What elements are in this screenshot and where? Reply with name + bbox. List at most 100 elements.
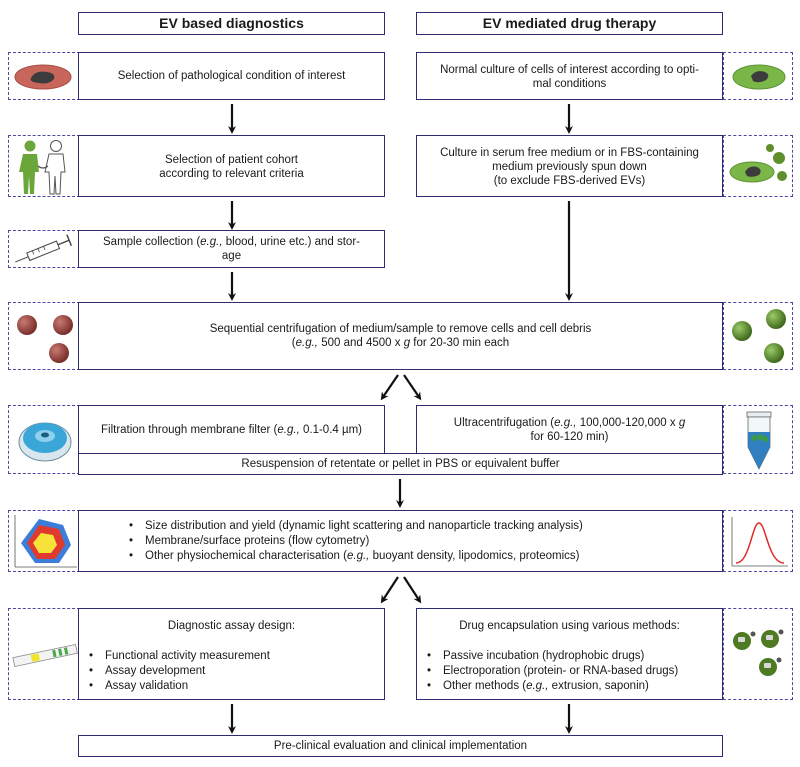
right-step1-line2: mal conditions — [532, 78, 607, 90]
size-distribution-peak-icon — [731, 517, 788, 567]
final-text: Pre-clinical evaluation and clinical imp… — [273, 740, 528, 752]
image-frame-peak — [723, 510, 793, 572]
left-step2-line1: Selection of patient cohort — [165, 154, 298, 166]
centrifugation-eg: e.g., — [295, 337, 319, 349]
step3-rest: blood, urine etc.) and stor- — [222, 236, 360, 248]
drug-item3-prefix: Other methods ( — [443, 680, 527, 692]
char-item-1: Size distribution and yield (dynamic lig… — [125, 519, 583, 534]
centrifuge-tube-icon — [746, 411, 772, 470]
char-item3-prefix: Other physiochemical characterisation ( — [145, 550, 347, 562]
left-step1-text: Selection of pathological condition of i… — [117, 70, 346, 82]
centrifugation-g: g — [403, 337, 411, 349]
image-frame-loaded-evs — [723, 608, 793, 700]
step3-eg: e.g., — [200, 236, 223, 248]
header-left-box: EV based diagnostics — [78, 12, 385, 35]
uc-line2: for 60-120 min) — [530, 431, 609, 443]
arrow-split-right-2 — [403, 576, 422, 604]
centrifugation-text: Sequential centrifugation of medium/samp… — [83, 322, 718, 350]
ultracentrifugation-text: Ultracentrifugation (e.g., 100,000-120,0… — [421, 416, 718, 444]
image-frame-scatter — [8, 510, 80, 572]
diagnostic-list: Functional activity measurement Assay de… — [85, 649, 270, 694]
centrifugation-box: Sequential centrifugation of medium/samp… — [78, 302, 723, 370]
characterisation-list: Size distribution and yield (dynamic lig… — [125, 519, 583, 564]
step3-line2: age — [221, 250, 242, 262]
left-step3-text: Sample collection (e.g., blood, urine et… — [83, 235, 380, 263]
drug-box: Drug encapsulation using various methods… — [416, 608, 723, 700]
centrifugation-line1: Sequential centrifugation of medium/samp… — [209, 323, 592, 335]
uc-eg: e.g., — [554, 417, 577, 429]
scatter-density-plot-icon — [14, 515, 77, 568]
left-step3-box: Sample collection (e.g., blood, urine et… — [78, 230, 385, 268]
drug-title: Drug encapsulation using various methods… — [459, 620, 680, 632]
image-frame-assay-strip — [8, 608, 80, 700]
left-step1-box: Selection of pathological condition of i… — [78, 52, 385, 100]
ultracentrifugation-box: Ultracentrifugation (e.g., 100,000-120,0… — [416, 405, 723, 454]
resuspension-box: Resuspension of retentate or pellet in P… — [78, 453, 723, 475]
red-ev-particles-icon — [17, 315, 73, 363]
right-step2-line1: Culture in serum free medium or in FBS-c… — [440, 147, 699, 159]
arrow-split-left-2 — [380, 576, 399, 604]
syringe-icon — [15, 234, 73, 263]
characterisation-box: Size distribution and yield (dynamic lig… — [78, 510, 723, 572]
image-frame-cell-evs — [723, 135, 793, 197]
uc-g: g — [678, 417, 686, 429]
image-frame-green-evs — [723, 302, 793, 370]
image-frame-patients — [8, 135, 80, 197]
char-item-2: Membrane/surface proteins (flow cytometr… — [125, 534, 583, 549]
green-ev-particles-icon — [732, 309, 786, 363]
char-item3-suffix: buoyant density, lipodomics, proteomics) — [369, 550, 580, 562]
diseased-tissue-icon — [14, 64, 72, 90]
right-step2-line2: medium previously spun down — [492, 161, 647, 173]
step3-prefix: Sample collection ( — [103, 236, 201, 248]
diagnostic-box: Diagnostic assay design: Functional acti… — [78, 608, 385, 700]
centrifugation-mid: 500 and 4500 x — [318, 337, 404, 349]
filtration-prefix: Filtration through membrane filter ( — [100, 424, 278, 436]
char-item3-eg: e.g., — [346, 550, 370, 562]
resuspension-text: Resuspension of retentate or pellet in P… — [241, 458, 560, 470]
right-step2-line3: (to exclude FBS-derived EVs) — [493, 175, 646, 187]
header-left: EV based diagnostics — [159, 15, 304, 31]
uc-prefix: Ultracentrifugation ( — [453, 417, 555, 429]
left-step2-box: Selection of patient cohort according to… — [78, 135, 385, 197]
image-frame-cell — [723, 52, 793, 100]
arrow-split-left — [380, 374, 399, 401]
header-right: EV mediated drug therapy — [482, 15, 657, 31]
header-right-box: EV mediated drug therapy — [416, 12, 723, 35]
char-item-3: Other physiochemical characterisation (e… — [125, 549, 583, 564]
membrane-filter-icon — [18, 422, 72, 462]
drug-loaded-evs-icon — [733, 629, 784, 676]
right-step1-box: Normal culture of cells of interest acco… — [416, 52, 723, 100]
filtration-suffix: 0.1-0.4 µm) — [299, 424, 363, 436]
uc-mid: 100,000-120,000 x — [576, 417, 679, 429]
arrow-split-right — [403, 374, 422, 401]
lateral-flow-strip-icon — [12, 643, 78, 668]
diagnostic-title: Diagnostic assay design: — [167, 620, 296, 632]
drug-item3-eg: e.g., — [526, 680, 549, 692]
patient-cohort-icon — [19, 140, 66, 195]
drug-item3-suffix: extrusion, saponin) — [548, 680, 649, 692]
filtration-eg: e.g., — [277, 424, 300, 436]
image-frame-filter — [8, 405, 80, 474]
centrifugation-suffix: for 20-30 min each — [410, 337, 510, 349]
left-step2-text: Selection of patient cohort according to… — [83, 153, 380, 181]
drug-item-1: Passive incubation (hydrophobic drugs) — [423, 649, 678, 664]
filtration-box: Filtration through membrane filter (e.g.… — [78, 405, 385, 454]
drug-item-3: Other methods (e.g., extrusion, saponin) — [423, 679, 678, 694]
diagnostic-item-2: Assay development — [85, 664, 270, 679]
image-frame-red-evs — [8, 302, 80, 370]
drug-list: Passive incubation (hydrophobic drugs) E… — [423, 649, 678, 694]
right-step1-line1: Normal culture of cells of interest acco… — [440, 64, 699, 76]
image-frame-tube — [723, 405, 793, 474]
right-step2-box: Culture in serum free medium or in FBS-c… — [416, 135, 723, 197]
filtration-text: Filtration through membrane filter (e.g.… — [83, 423, 380, 437]
cell-releasing-evs-icon — [729, 144, 787, 183]
image-frame-syringe — [8, 230, 80, 268]
left-step2-line2: according to relevant criteria — [159, 168, 304, 180]
diagnostic-item-3: Assay validation — [85, 679, 270, 694]
green-cell-icon — [732, 64, 786, 90]
right-step2-text: Culture in serum free medium or in FBS-c… — [421, 146, 718, 188]
image-frame-tissue — [8, 52, 80, 100]
final-box: Pre-clinical evaluation and clinical imp… — [78, 735, 723, 757]
drug-item-2: Electroporation (protein- or RNA-based d… — [423, 664, 678, 679]
